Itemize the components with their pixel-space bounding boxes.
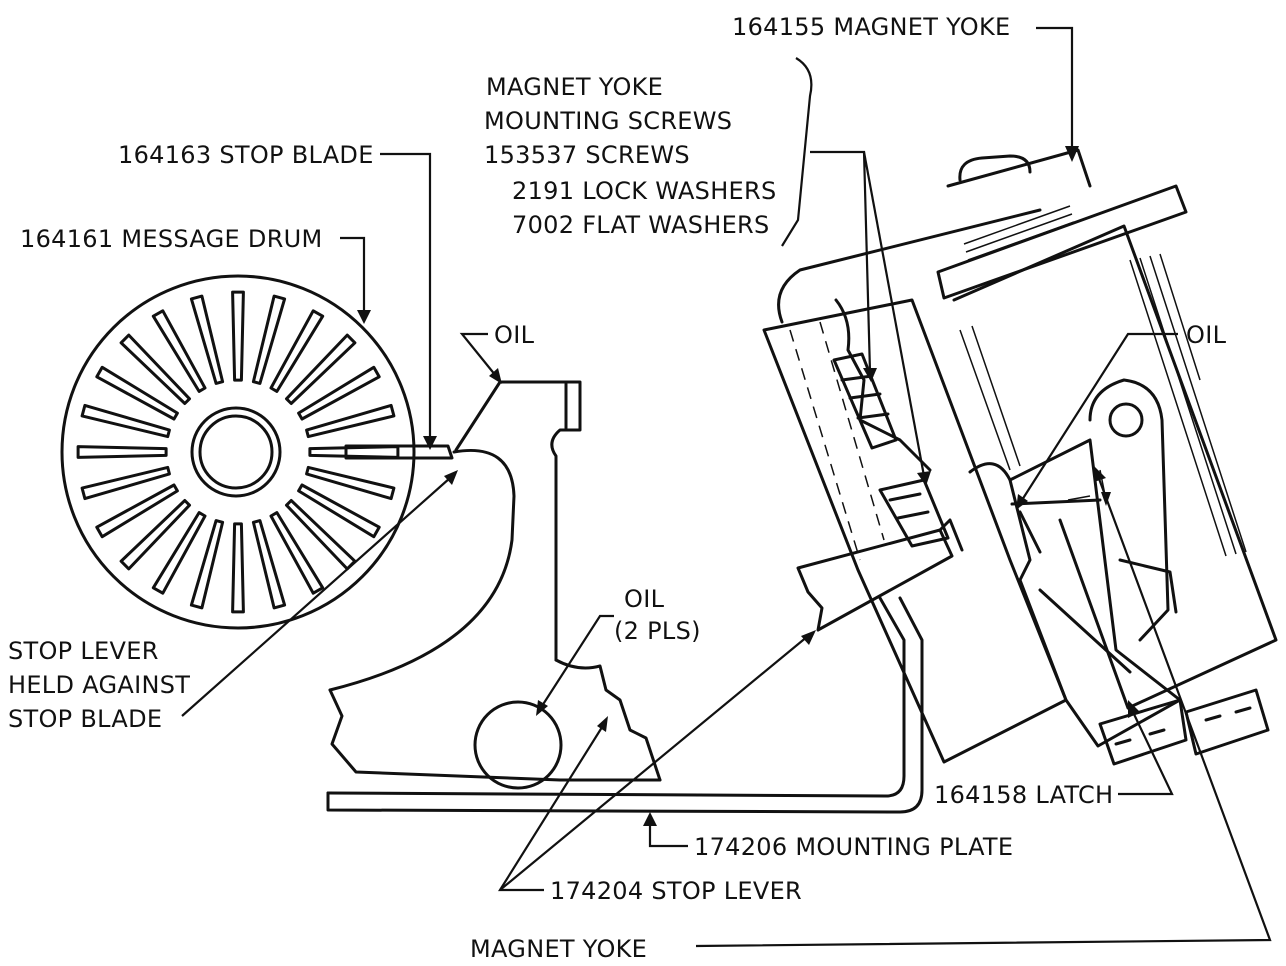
drum-slot: [189, 519, 225, 610]
magnet-coil: [936, 148, 1278, 710]
stop-lever-held-label-line2: HELD AGAINST: [8, 671, 191, 699]
oil-label-center: OIL: [494, 321, 535, 349]
drum-slot: [285, 333, 357, 405]
leader-lines: [181, 26, 1272, 948]
drum-slot: [151, 511, 207, 595]
oil-2pls-label-line2: (2 PLS): [614, 617, 701, 645]
magnet-yoke-bottom-label: MAGNET YOKE: [470, 935, 648, 963]
drum-slot: [308, 445, 400, 459]
stop-lever-body: [328, 380, 662, 790]
message-drum: [60, 274, 416, 630]
oil-2pls-label-line1: OIL: [624, 585, 665, 613]
drum-slot: [297, 365, 381, 421]
drum-slot: [269, 511, 325, 595]
drum-slot: [119, 333, 191, 405]
drum-slot: [95, 365, 179, 421]
stop-lever-held-label-line1: STOP LEVER: [8, 637, 159, 665]
stop-lever-label: 174204 STOP LEVER: [550, 877, 803, 905]
mounting-plate: [326, 596, 924, 814]
drum-slot: [151, 309, 207, 393]
message-drum-label: 164161 MESSAGE DRUM: [20, 225, 323, 253]
stop-lever-held-label-line3: STOP BLADE: [8, 705, 163, 733]
mounting-plate-label: 174206 MOUNTING PLATE: [694, 833, 1014, 861]
yoke-screws-label-line2: MOUNTING SCREWS: [484, 107, 733, 135]
drum-slot: [305, 465, 396, 501]
drum-slot: [251, 519, 287, 610]
screws-label: 153537 SCREWS: [484, 141, 690, 169]
drum-slot: [231, 522, 245, 614]
yoke-screws-label-line1: MAGNET YOKE: [486, 73, 664, 101]
drum-slot: [80, 403, 171, 439]
drum-slot: [80, 465, 171, 501]
magnet-yoke-label: 164155 MAGNET YOKE: [732, 13, 1011, 41]
lock-washers-label: 2191 LOCK WASHERS: [512, 177, 777, 205]
oil-hole: [473, 700, 563, 790]
drum-slot: [285, 499, 357, 571]
drum-slot: [76, 445, 168, 459]
drum-slot: [305, 403, 396, 439]
drum-slot: [189, 294, 225, 385]
stop-blade-label: 164163 STOP BLADE: [118, 141, 374, 169]
stop-lever-extension: [796, 528, 954, 632]
stop-blade: [344, 444, 454, 460]
coil-nuts: [1098, 688, 1270, 766]
message-drum-spokes: [76, 290, 400, 614]
drum-slot: [119, 499, 191, 571]
flat-washers-label: 7002 FLAT WASHERS: [512, 211, 770, 239]
drum-slot: [297, 483, 381, 539]
drum-slot: [95, 483, 179, 539]
oil-label-right: OIL: [1186, 321, 1227, 349]
drum-slot: [269, 309, 325, 393]
drum-slot: [251, 294, 287, 385]
latch-label: 164158 LATCH: [934, 781, 1114, 809]
drum-slot: [231, 290, 245, 382]
magnet-housing: [762, 208, 1068, 764]
